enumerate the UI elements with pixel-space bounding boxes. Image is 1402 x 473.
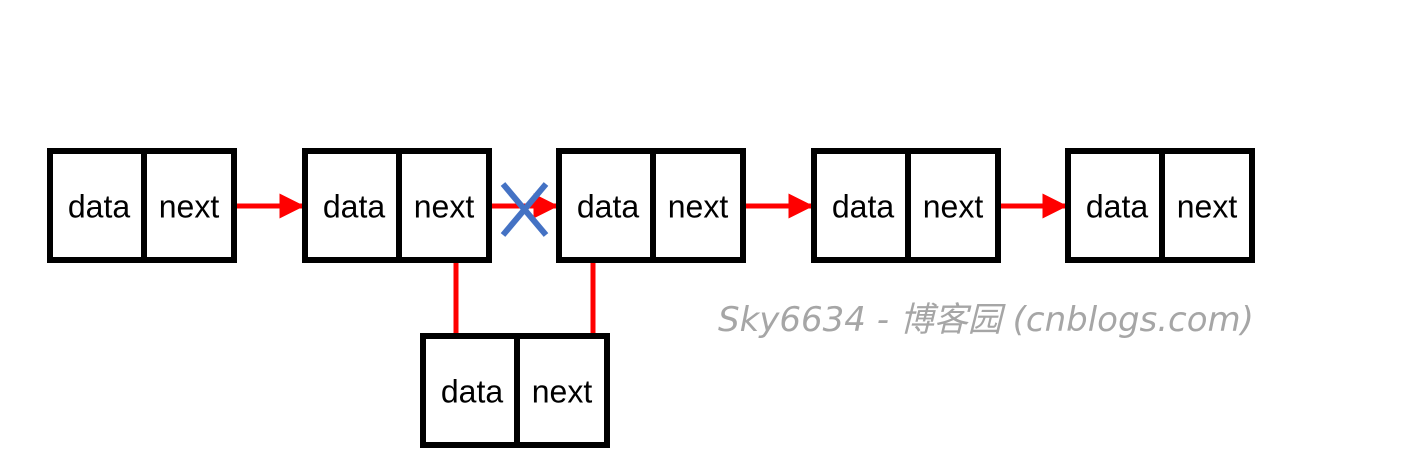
list-node: data next bbox=[811, 148, 1001, 263]
new-node: data next bbox=[420, 333, 610, 448]
list-node: data next bbox=[556, 148, 746, 263]
data-field-label: data bbox=[441, 374, 503, 410]
next-field-label: next bbox=[668, 189, 729, 225]
next-field-label: next bbox=[923, 189, 984, 225]
list-node: data next bbox=[1065, 148, 1255, 263]
data-field-label: data bbox=[323, 189, 385, 225]
watermark-text: Sky6634 - 博客园 (cnblogs.com) bbox=[718, 300, 1254, 340]
next-field-label: next bbox=[532, 374, 593, 410]
data-field-label: data bbox=[1086, 189, 1148, 225]
next-field-label: next bbox=[159, 189, 220, 225]
list-node: data next bbox=[47, 148, 237, 263]
cross-stroke bbox=[500, 182, 549, 237]
nodes-layer: data next data next data next data next data next… bbox=[47, 148, 1255, 448]
data-field-label: data bbox=[832, 189, 894, 225]
list-node: data next bbox=[302, 148, 492, 263]
data-field-label: data bbox=[68, 189, 130, 225]
next-field-label: next bbox=[1177, 189, 1238, 225]
data-field-label: data bbox=[577, 189, 639, 225]
cross-icon bbox=[500, 182, 549, 237]
next-field-label: next bbox=[414, 189, 475, 225]
